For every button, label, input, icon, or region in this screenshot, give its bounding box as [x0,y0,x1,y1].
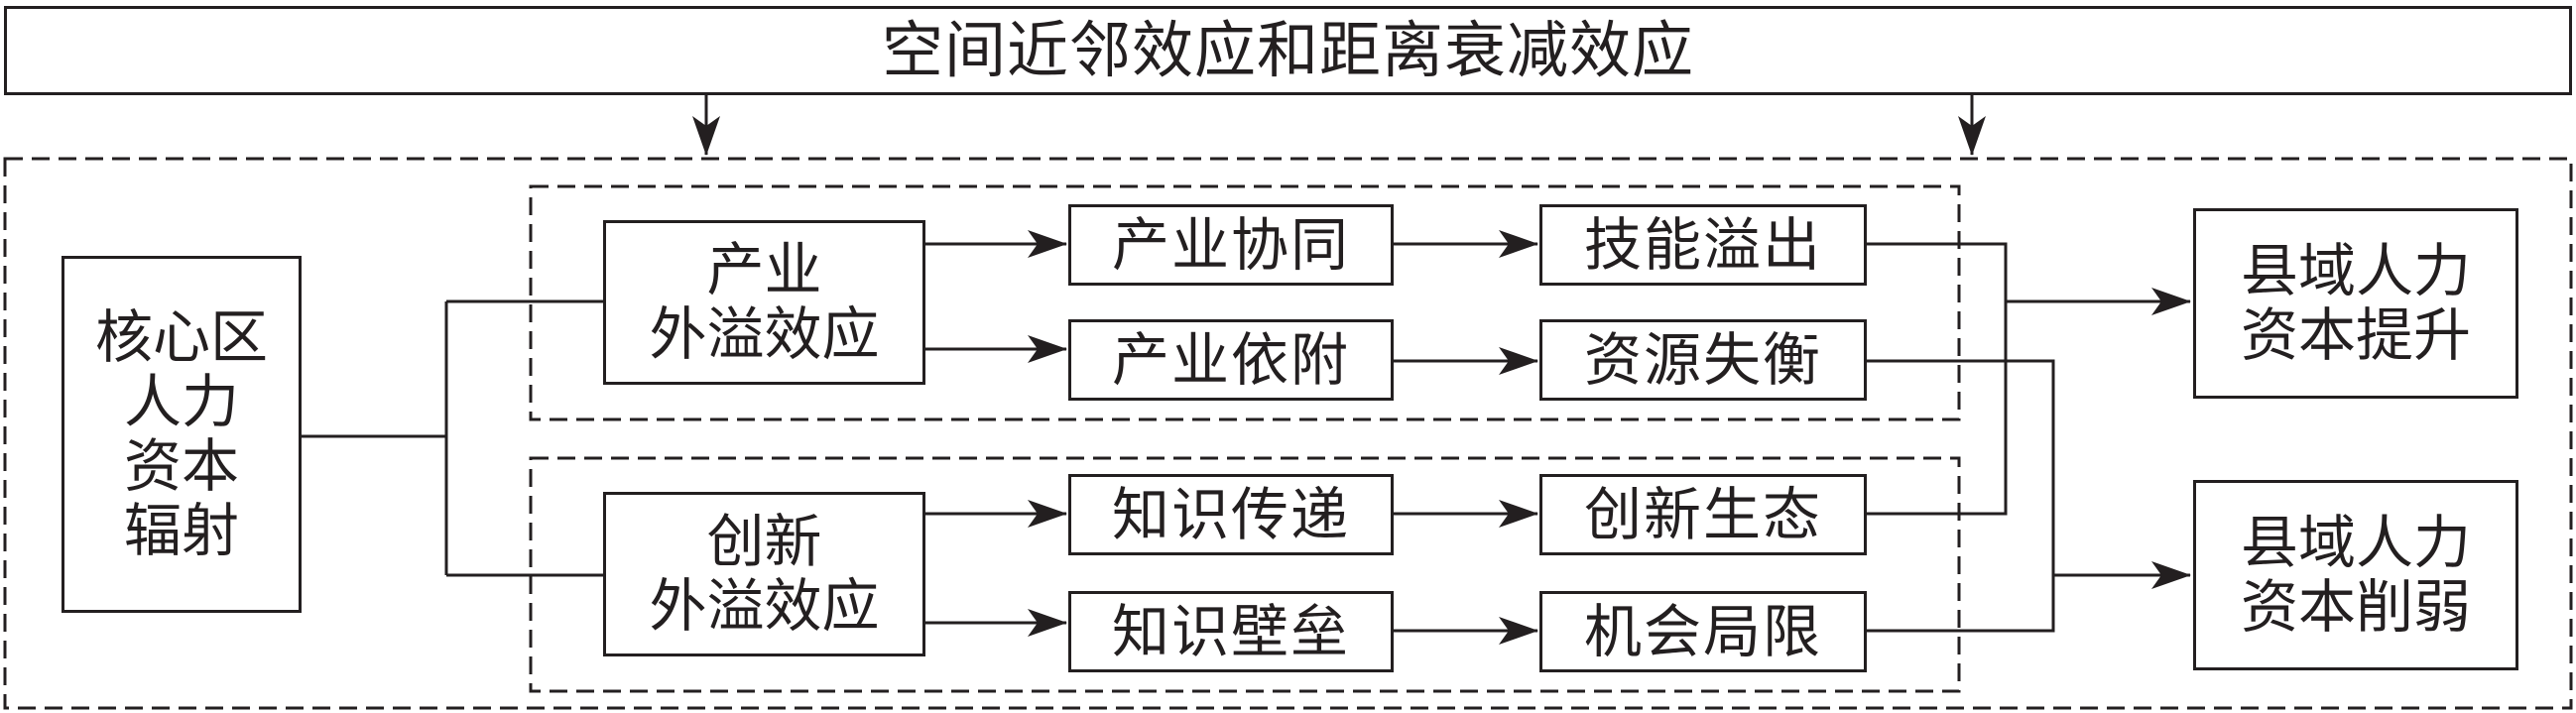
diagram-title: 空间近邻效应和距离衰减效应 [881,14,1694,87]
skill-spillover-box: 技能溢出 [1539,204,1867,286]
outcome-down-box: 县域人力 资本削弱 [2193,480,2518,670]
outcome-up-box: 县域人力 资本提升 [2193,208,2518,399]
industry-synergy-box: 产业协同 [1068,204,1394,286]
knowledge-barrier-label: 知识壁垒 [1111,597,1350,665]
opportunity-limit-label: 机会局限 [1583,597,1822,665]
resource-imbalance-label: 资源失衡 [1583,325,1822,394]
innovation-spillover-label: 创新 外溢效应 [649,508,880,640]
source-box: 核心区 人力 资本 辐射 [61,256,302,613]
industry-dependence-box: 产业依附 [1068,319,1394,401]
skill-spillover-label: 技能溢出 [1583,210,1822,279]
outcome-down-label: 县域人力 资本削弱 [2240,509,2471,641]
outer-dashed-frame [3,157,2573,710]
connector-imbalance-to-down [1865,359,2055,633]
industry-synergy-label: 产业协同 [1111,210,1350,279]
opportunity-limit-box: 机会局限 [1539,591,1867,672]
knowledge-transfer-box: 知识传递 [1068,474,1394,555]
industry-spillover-box: 产业 外溢效应 [603,220,925,385]
innovation-spillover-box: 创新 外溢效应 [603,492,925,656]
connector-skill-spillover-to-up [1865,242,2008,516]
innovation-ecosystem-box: 创新生态 [1539,474,1867,555]
industry-group-frame [529,184,1961,421]
knowledge-barrier-box: 知识壁垒 [1068,591,1394,672]
resource-imbalance-box: 资源失衡 [1539,319,1867,401]
title-box: 空间近邻效应和距离衰减效应 [4,6,2572,95]
innovation-ecosystem-label: 创新生态 [1583,480,1822,548]
industry-spillover-label: 产业 外溢效应 [649,236,880,368]
outcome-up-label: 县域人力 资本提升 [2240,237,2471,369]
innovation-group-frame [529,456,1961,693]
source-label: 核心区 人力 资本 辐射 [94,303,268,564]
knowledge-transfer-label: 知识传递 [1111,480,1350,548]
industry-dependence-label: 产业依附 [1111,325,1350,394]
